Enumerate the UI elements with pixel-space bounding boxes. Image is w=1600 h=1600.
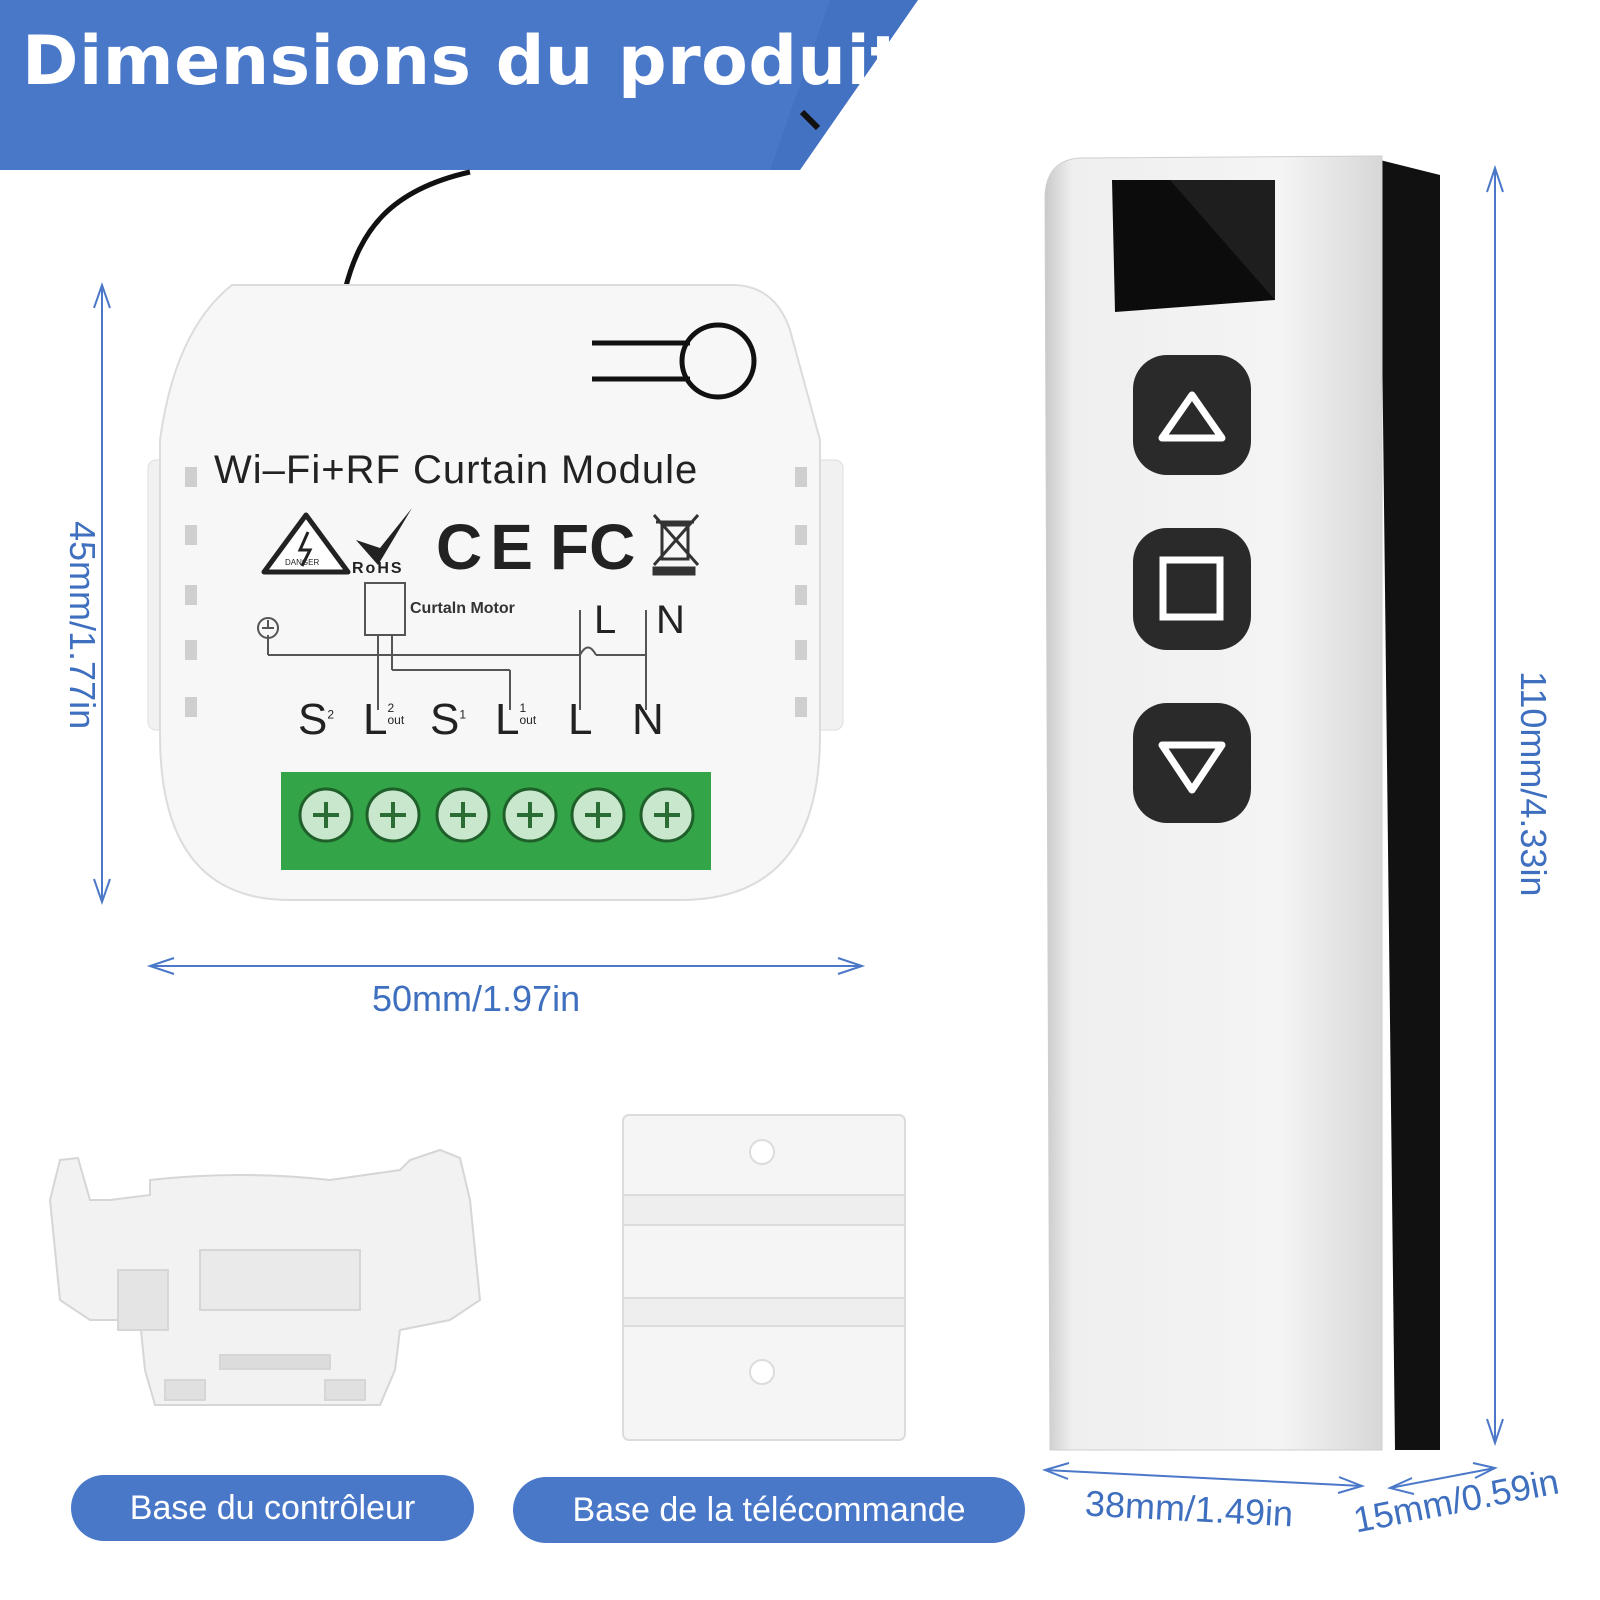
ground-icon (257, 617, 279, 639)
rohs-check-icon (356, 508, 412, 565)
dimension-lines (93, 164, 1504, 1495)
down-button[interactable] (1133, 703, 1251, 823)
diagram-l-label: L (594, 598, 617, 642)
motor-label: Curtaln Motor (410, 600, 515, 617)
module-height-label: 45mm/1.77in (62, 521, 103, 730)
rohs-label: RoHS (352, 560, 404, 577)
weee-bin-icon (652, 514, 700, 576)
reset-button-icon (592, 322, 757, 400)
fcc-mark: FC (550, 511, 636, 583)
terminal-label-n: N (632, 695, 664, 744)
triangle-up-icon (1158, 391, 1226, 442)
danger-warning-icon (261, 512, 351, 575)
terminal-label-s1: S1 (430, 695, 467, 744)
diagram-n-label: N (656, 598, 685, 642)
remote-base-label: Base de la télécommande (513, 1477, 1025, 1543)
remote-control (1044, 155, 1440, 1451)
ce-mark: CE (436, 511, 541, 583)
header-banner (0, 0, 918, 170)
remote-base (622, 1114, 906, 1441)
remote-height-label: 110mm/4.33in (1513, 671, 1554, 897)
controller-base (48, 1148, 482, 1406)
terminal-label-s2: S2 (298, 695, 335, 744)
module-title: Wi–Fi+RF Curtain Module (214, 448, 699, 492)
terminal-label-l: L (568, 695, 593, 744)
page-title: Dimensions du produit (22, 22, 904, 101)
danger-label: DANGER (285, 558, 320, 567)
stop-button[interactable] (1133, 528, 1251, 650)
square-icon (1159, 556, 1224, 621)
module-width-label: 50mm/1.97in (372, 978, 581, 1019)
triangle-down-icon (1158, 741, 1226, 794)
controller-base-label: Base du contrôleur (71, 1475, 474, 1541)
up-button[interactable] (1133, 355, 1251, 475)
terminal-screws (298, 787, 695, 843)
